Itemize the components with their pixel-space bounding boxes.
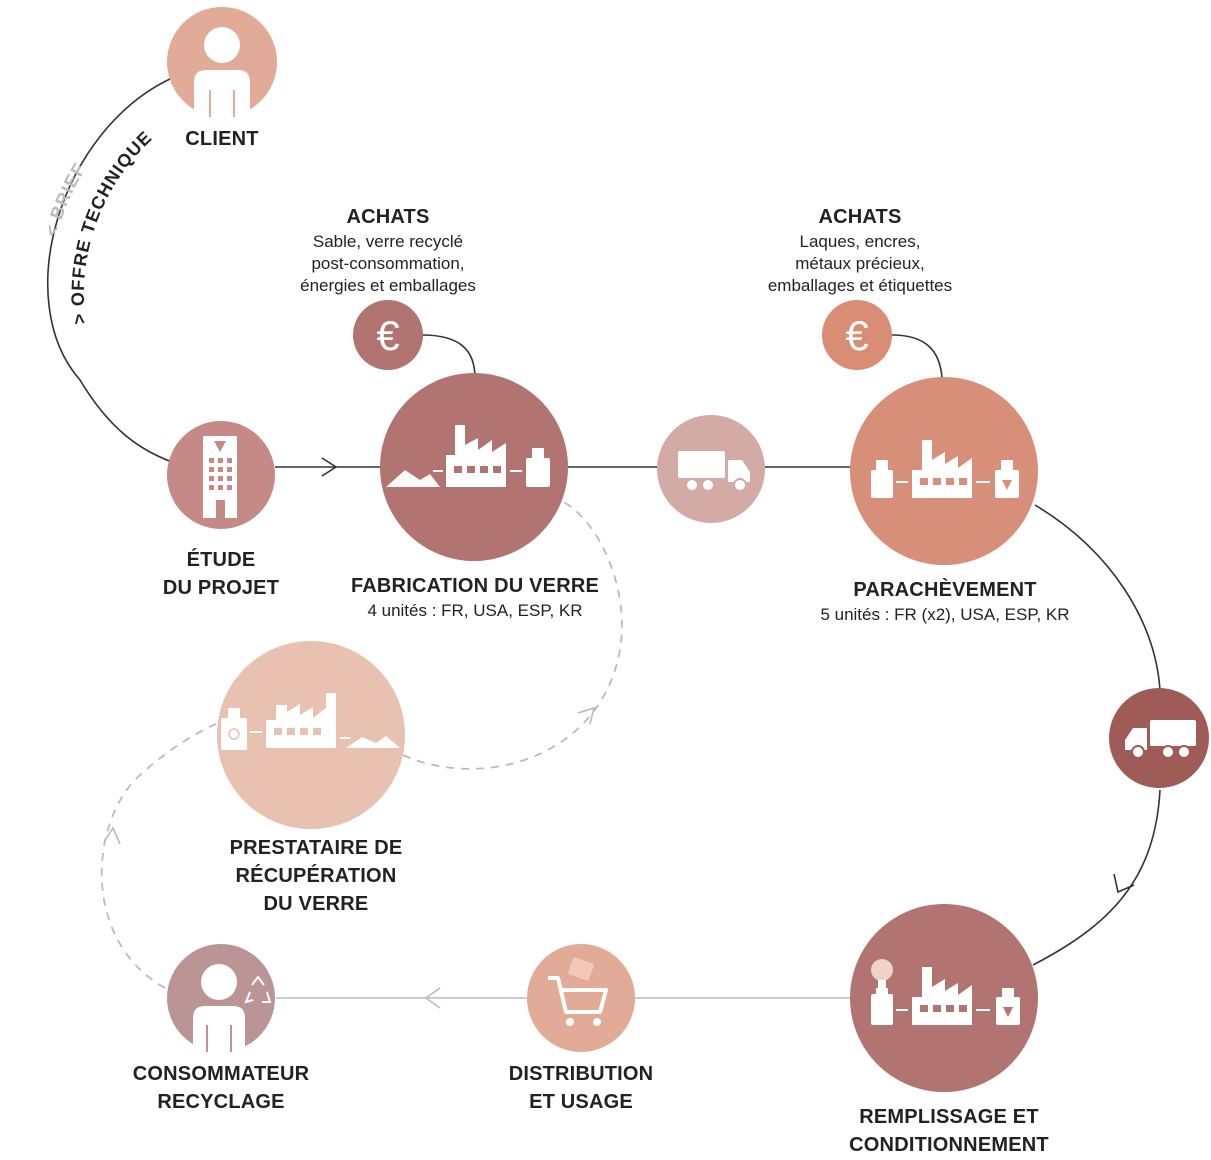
factory-icon <box>221 693 400 750</box>
prestataire-title-line3: DU VERRE <box>263 893 369 915</box>
achats-right-title: ACHATS <box>818 206 902 228</box>
consommateur-node[interactable] <box>167 944 275 1052</box>
arrow-head <box>424 987 441 1009</box>
arrow-head <box>103 826 121 845</box>
consommateur-title-line1: CONSOMMATEUR <box>132 1063 310 1085</box>
client-title: CLIENT <box>185 128 259 150</box>
euro-right-node[interactable]: € <box>822 300 892 370</box>
achats-left-title: ACHATS <box>346 206 430 228</box>
achats-left-label: ACHATS Sable, verre recyclé post-consomm… <box>266 203 510 297</box>
consommateur-title-line2: RECYCLAGE <box>157 1091 285 1113</box>
arrow-head <box>321 457 338 477</box>
parachevement-title: PARACHÈVEMENT <box>853 579 1037 601</box>
client-to-etude-arc <box>47 77 173 463</box>
etude-label: ÉTUDE DU PROJET <box>146 546 296 602</box>
parachevement-node[interactable] <box>850 377 1038 565</box>
euro-icon: € <box>376 312 399 359</box>
achats-right-line2: métaux précieux, <box>795 254 925 273</box>
person-recycle-icon <box>193 964 272 1052</box>
distribution-title-line2: ET USAGE <box>529 1091 633 1113</box>
prestataire-title-line1: PRESTATAIRE DE <box>229 837 403 859</box>
distribution-label: DISTRIBUTION ET USAGE <box>481 1060 681 1116</box>
remplissage-label: REMPLISSAGE ET CONDITIONNEMENT <box>824 1103 1074 1159</box>
etude-title-line1: ÉTUDE <box>186 549 256 571</box>
parachevement-label: PARACHÈVEMENT 5 unités : FR (x2), USA, E… <box>795 576 1095 626</box>
factory-icon <box>386 425 550 487</box>
euro-left-node[interactable]: € <box>353 300 423 370</box>
client-node[interactable] <box>167 7 277 117</box>
achats-right-line3: emballages et étiquettes <box>767 276 953 295</box>
fabrication-subtitle: 4 unités : FR, USA, ESP, KR <box>367 601 583 620</box>
arrow-head <box>1113 873 1135 894</box>
euro-right-connector <box>891 334 943 379</box>
truck-icon <box>1125 720 1196 759</box>
achats-left-line2: post-consommation, <box>311 254 465 273</box>
prestataire-label: PRESTATAIRE DE RÉCUPÉRATION DU VERRE <box>196 834 436 918</box>
consommateur-label: CONSOMMATEUR RECYCLAGE <box>111 1060 331 1116</box>
factory-icon <box>871 959 1020 1025</box>
achats-right-label: ACHATS Laques, encres, métaux précieux, … <box>730 203 990 297</box>
fabrication-title: FABRICATION DU VERRE <box>350 575 600 597</box>
distribution-title-line1: DISTRIBUTION <box>508 1063 654 1085</box>
euro-left-connector <box>421 334 476 379</box>
prestataire-node[interactable] <box>217 641 405 829</box>
truck-right-node[interactable] <box>1109 688 1209 788</box>
arrow-head <box>577 706 596 725</box>
etude-node[interactable] <box>167 421 275 529</box>
achats-right-line1: Laques, encres, <box>799 232 921 251</box>
shopping-cart-icon <box>548 957 608 1026</box>
offre-technique-curved-label: > OFFRE TECHNIQUE <box>68 127 156 325</box>
euro-icon: € <box>845 312 868 359</box>
person-icon <box>194 27 250 117</box>
truck-icon <box>678 451 750 492</box>
remplissage-node[interactable] <box>850 904 1038 1092</box>
etude-title-line2: DU PROJET <box>162 577 280 599</box>
achats-left-line3: énergies et emballages <box>300 276 476 295</box>
achats-left-line1: Sable, verre recyclé <box>312 232 464 251</box>
client-label: CLIENT <box>152 125 292 153</box>
truck-to-remplissage-arc <box>1032 789 1161 966</box>
prestataire-title-line2: RÉCUPÉRATION <box>235 865 397 887</box>
parachevement-subtitle: 5 unités : FR (x2), USA, ESP, KR <box>820 605 1070 624</box>
factory-icon <box>871 440 1019 498</box>
building-icon <box>203 436 237 518</box>
remplissage-title-line1: REMPLISSAGE ET <box>859 1106 1039 1128</box>
distribution-node[interactable] <box>527 944 635 1052</box>
connectors <box>47 77 1161 1009</box>
parachevement-to-truck-arc <box>1034 504 1161 691</box>
fabrication-node[interactable] <box>380 373 568 561</box>
truck-mid-node[interactable] <box>657 415 765 523</box>
prestataire-to-fabrication-dashed <box>402 499 623 770</box>
fabrication-label: FABRICATION DU VERRE 4 unités : FR, USA,… <box>330 572 620 622</box>
remplissage-title-line2: CONDITIONNEMENT <box>849 1134 1049 1156</box>
